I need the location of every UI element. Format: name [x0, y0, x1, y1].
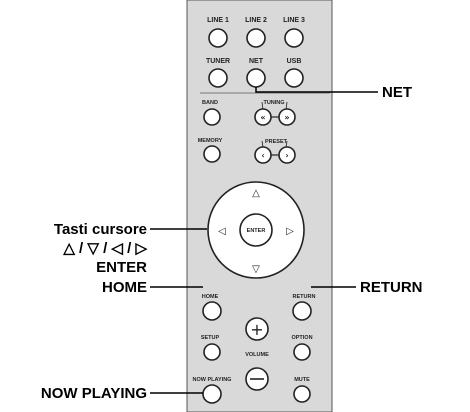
plus-icon: +: [250, 320, 263, 339]
tuning-label: TUNING: [263, 100, 284, 106]
cursor-up-icon[interactable]: △: [252, 188, 260, 199]
enter-callout: ENTER: [96, 259, 147, 276]
line3-label: LINE 3: [283, 17, 305, 24]
memory-label: MEMORY: [198, 138, 223, 144]
cursor-right-icon[interactable]: ▷: [286, 226, 294, 237]
tuning-down-button[interactable]: [254, 108, 272, 126]
tuning-up-button[interactable]: [278, 108, 296, 126]
line2-button[interactable]: [246, 28, 266, 48]
option-label: OPTION: [291, 335, 312, 341]
memory-button[interactable]: [203, 145, 221, 163]
volume-up-button[interactable]: [245, 317, 269, 341]
volume-label: VOLUME: [245, 352, 269, 358]
net-label: NET: [249, 58, 264, 65]
option-button[interactable]: [293, 343, 311, 361]
mute-label: MUTE: [294, 377, 310, 383]
mute-button[interactable]: [293, 385, 311, 403]
enter-label: ENTER: [247, 228, 266, 234]
preset-up-button[interactable]: [278, 146, 296, 164]
line1-button[interactable]: [208, 28, 228, 48]
enter-button[interactable]: [239, 213, 273, 247]
home-label: HOME: [202, 294, 219, 300]
tuner-button[interactable]: [208, 68, 228, 88]
cursor-symbols-callout: △ / ▽ / ◁ / ▷: [62, 240, 148, 257]
chevron-left-icon: ‹: [261, 151, 264, 160]
preset-label: PRESET: [265, 139, 288, 145]
band-button[interactable]: [203, 108, 221, 126]
line1-label: LINE 1: [207, 17, 229, 24]
cursor-left-icon[interactable]: ◁: [218, 226, 226, 237]
return-label: RETURN: [293, 294, 316, 300]
tuner-label: TUNER: [206, 58, 230, 65]
setup-label: SETUP: [201, 335, 220, 341]
fast-forward-icon: »: [284, 113, 289, 122]
preset-down-button[interactable]: [254, 146, 272, 164]
now-playing-button[interactable]: [202, 384, 222, 404]
band-label: BAND: [202, 100, 218, 106]
usb-label: USB: [287, 58, 302, 65]
net-button[interactable]: [246, 68, 266, 88]
cursor-down-icon[interactable]: ▽: [252, 264, 260, 275]
cursor-keys-callout: Tasti cursore: [54, 221, 147, 238]
chevron-right-icon: ›: [285, 151, 288, 160]
net-callout: NET: [382, 84, 412, 101]
return-callout: RETURN: [360, 279, 423, 296]
return-button[interactable]: [292, 301, 312, 321]
home-button[interactable]: [202, 301, 222, 321]
now-playing-callout: NOW PLAYING: [41, 385, 147, 402]
usb-button[interactable]: [284, 68, 304, 88]
setup-button[interactable]: [203, 343, 221, 361]
line2-label: LINE 2: [245, 17, 267, 24]
preset-bracket-right: [285, 140, 288, 148]
home-callout: HOME: [102, 279, 147, 296]
net-leader-line: [255, 87, 378, 93]
line3-button[interactable]: [284, 28, 304, 48]
rewind-icon: «: [260, 113, 265, 122]
now-playing-small-label: NOW PLAYING: [193, 377, 232, 383]
preset-bracket-left: [261, 140, 264, 148]
